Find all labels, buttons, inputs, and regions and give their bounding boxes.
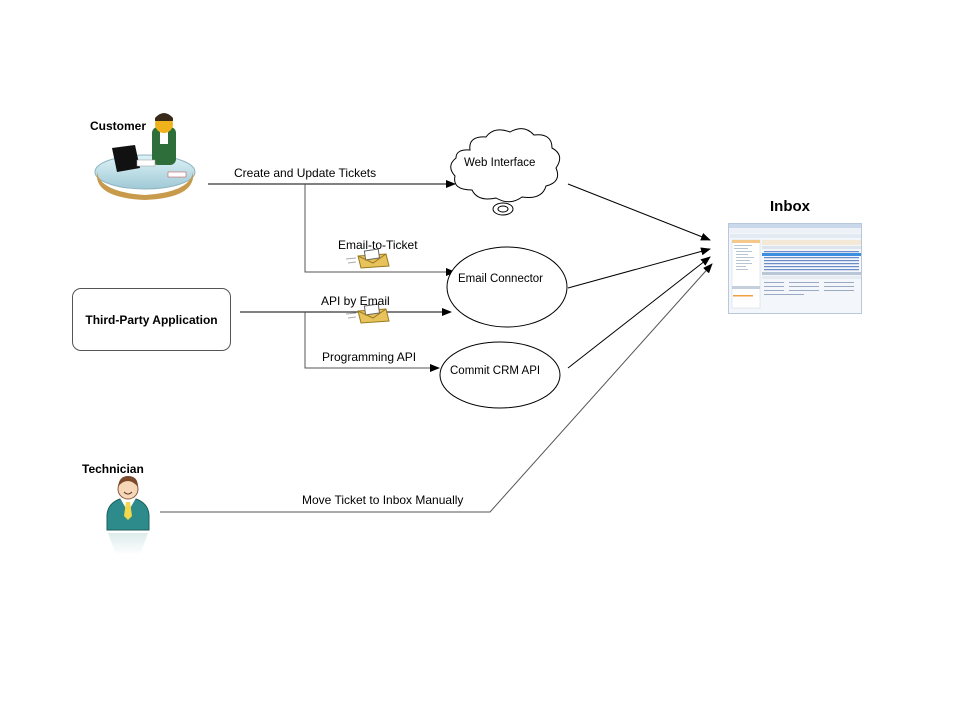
- third-party-application-node[interactable]: Third-Party Application: [72, 288, 231, 351]
- email-connector-label: Email Connector: [458, 273, 544, 285]
- third-party-application-label: Third-Party Application: [85, 312, 218, 327]
- edge-label-programming-api: Programming API: [322, 350, 417, 364]
- edges: [160, 180, 713, 513]
- email-envelope-icon: [345, 248, 390, 269]
- commit-crm-api-node[interactable]: [439, 341, 561, 409]
- technician-person-icon: [106, 476, 150, 555]
- edge-programming-api: [304, 312, 440, 372]
- edge-move-ticket-manually: [160, 263, 713, 513]
- edge-web-to-inbox: [567, 183, 711, 241]
- web-interface-label: Web Interface: [464, 157, 536, 169]
- email-envelope-icon: [345, 303, 390, 324]
- edge-label-move-ticket-manually: Move Ticket to Inbox Manually: [302, 493, 464, 507]
- edge-email-connector-to-inbox: [567, 247, 711, 289]
- technician-label: Technician: [82, 462, 144, 476]
- edge-label-api-by-email: API by Email: [321, 294, 390, 308]
- edge-commit-api-to-inbox: [567, 256, 711, 369]
- commit-crm-api-label: Commit CRM API: [450, 365, 541, 377]
- customer-at-desk-icon: [94, 113, 196, 200]
- edge-email-to-ticket: [304, 184, 456, 276]
- email-connector-node[interactable]: [446, 246, 568, 328]
- inbox-window-screenshot[interactable]: [728, 223, 862, 314]
- cloud-connector-icon: [492, 202, 514, 216]
- edge-label-email-to-ticket: Email-to-Ticket: [338, 238, 418, 252]
- web-interface-cloud[interactable]: [450, 128, 561, 216]
- edge-label-create-update: Create and Update Tickets: [234, 166, 377, 180]
- customer-label: Customer: [90, 119, 147, 133]
- inbox-label: Inbox: [770, 198, 810, 215]
